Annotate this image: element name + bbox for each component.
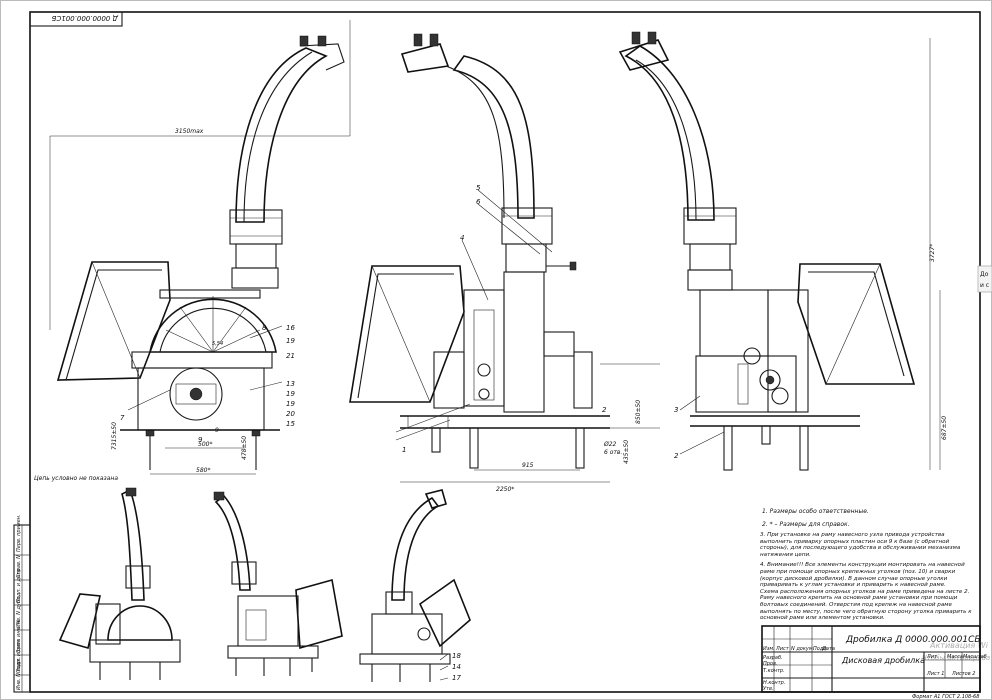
left-strip: Перв. примен. Справ. N Подп. и дата Инв.… — [13, 514, 31, 693]
callout-1: 1 — [402, 446, 406, 454]
dim-3727: 3727* — [929, 244, 936, 262]
role-check: Пров. — [763, 661, 778, 667]
strip-label-4: Инв. N дубл. — [16, 595, 22, 628]
callout-19-b: 19 — [286, 390, 295, 398]
note-1: 1. Размеры особо ответственные. — [762, 508, 869, 515]
rear-view: 3 2 3727* 687±50 — [618, 31, 948, 471]
callout-15: 15 — [286, 420, 295, 428]
callout-18: 18 — [452, 652, 461, 660]
title-designation: Дробилка Д 0000.000.001СБ — [845, 635, 981, 645]
watermark-line-1: Активация Wi — [929, 641, 989, 650]
role-tcontr: Т.контр. — [763, 668, 785, 674]
note-5: Схема расположения опорных уголков на ра… — [760, 588, 970, 595]
strip-label-7: Инв. N подл. — [16, 657, 22, 690]
callout-9: 9 — [198, 436, 203, 444]
row-doc: N докум. — [791, 646, 814, 652]
rotated-stamp: Д 0000.000.001СБ — [29, 11, 123, 27]
format-label: Формат А1 ГОСТ 2.108-68 — [912, 694, 979, 700]
callout-20: 20 — [286, 410, 295, 418]
note-6: Раму навесного крепить на основной раме … — [760, 595, 972, 622]
right-edge-text-2: и с — [980, 282, 989, 289]
dim-7315: 7315±50 — [111, 422, 118, 450]
dim-435: 435±50 — [623, 440, 630, 464]
dim-hole: Ø22 — [603, 441, 617, 448]
dim-478: 478±50 — [241, 436, 248, 460]
iso-view-1 — [58, 487, 181, 680]
callout-8: 8 — [262, 324, 267, 332]
callout-3: 3 — [674, 406, 678, 414]
title-sheets: Листов 2 — [951, 671, 975, 677]
strip-label-1: Перв. примен. — [16, 514, 22, 552]
title-sheet: Лист 1 — [926, 671, 944, 677]
role-dev: Разраб. — [763, 655, 783, 661]
dim-holes: 6 отв. — [604, 449, 622, 456]
row-list: Лист — [775, 646, 790, 652]
title-block: Дробилка Д 0000.000.001СБ Дисковая дроби… — [761, 625, 987, 700]
dim-500: 500* — [198, 441, 212, 448]
callout-21: 21 — [286, 352, 295, 360]
notes-long: 3. При установке на раму навесного узла … — [760, 532, 972, 622]
note-2: 2. * – Размеры для справок. — [762, 521, 850, 528]
side-view: 5 6 4 915 2250* 850±50 435±50 Ø22 6 отв. — [349, 33, 660, 493]
technical-notes: 1. Размеры особо ответственные. 2. * – Р… — [760, 508, 972, 622]
row-izm: Изм. — [763, 646, 775, 652]
callout-19-a: 19 — [286, 337, 295, 345]
callout-6: 6 — [476, 198, 481, 206]
title-lit: Лит. — [926, 654, 939, 660]
dim-3150: 3150max — [175, 128, 204, 135]
iso-view-3: 18 14 17 — [359, 489, 471, 682]
role-approve: Утв. — [763, 686, 774, 692]
title-name: Дисковая дробилка — [841, 656, 925, 665]
callout-17: 17 — [452, 674, 461, 682]
iso-view-2 — [213, 491, 343, 676]
dim-9: 9 — [215, 427, 219, 434]
drawing-frame — [29, 11, 981, 693]
dim-850: 850±50 — [635, 400, 642, 424]
activation-watermark: Активация Wi Чтобы активирова — [922, 641, 990, 662]
strip-label-2: Справ. N — [16, 555, 22, 578]
dim-2250: 2250* — [496, 486, 514, 493]
callout-16: 16 — [286, 324, 295, 332]
dim-580: 580* — [196, 467, 210, 474]
role-ncontr: Н.контр. — [763, 680, 785, 686]
callout-19-c: 19 — [286, 400, 295, 408]
callout-5: 5 — [476, 184, 481, 192]
dim-687: 687±50 — [941, 416, 948, 440]
right-edge-popup[interactable]: До и с — [977, 265, 992, 293]
row-sign: Подп. — [813, 646, 828, 652]
callout-2-side: 2 — [602, 406, 607, 414]
note-4: 4. Внимание!!! Все элементы конструкции … — [760, 562, 965, 589]
front-view: 3150max 580* 500* 9 5,54 — [34, 20, 351, 482]
rotated-stamp-text: Д 0000.000.001СБ — [51, 14, 119, 22]
dim-915: 915 — [522, 462, 534, 469]
callout-2-rear: 2 — [674, 452, 679, 460]
row-date: Дата — [821, 646, 835, 652]
dim-554: 5,54 — [212, 341, 223, 347]
title-scale: Масштаб — [963, 654, 987, 660]
title-mass: Масса — [947, 654, 963, 660]
note-3: 3. При установке на раму навесного узла … — [760, 532, 961, 558]
callout-4: 4 — [460, 234, 464, 242]
chain-caption: Цепь условно не показана — [34, 475, 118, 482]
right-edge-text-1: До — [980, 271, 989, 278]
strip-label-6: Подп. и дата — [16, 639, 22, 673]
callout-14: 14 — [452, 663, 461, 671]
strip-label-3: Подп. и дата — [16, 569, 22, 603]
strip-label-5: Взам. инв. N — [16, 620, 22, 653]
watermark-line-2: Чтобы активирова — [922, 654, 990, 662]
callout-7: 7 — [120, 414, 125, 422]
callout-13: 13 — [286, 380, 295, 388]
